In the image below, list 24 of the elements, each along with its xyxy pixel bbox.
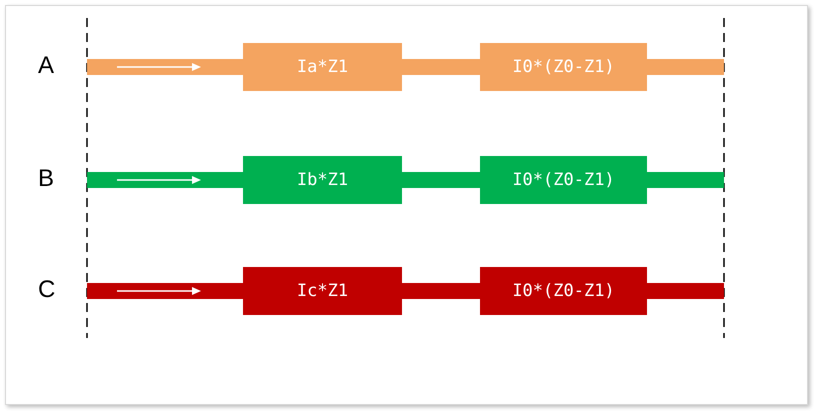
conductor-line	[87, 59, 243, 75]
conductor-line	[87, 283, 243, 299]
impedance-box	[480, 156, 647, 204]
box-label: Ib*Z1	[296, 170, 348, 190]
box-label: Ia*Z1	[296, 57, 348, 77]
conductor-line	[87, 172, 243, 188]
conductor-line	[647, 59, 724, 75]
impedance-box	[243, 156, 402, 204]
conductor-line	[647, 172, 724, 188]
box-label: I0*(Z0-Z1)	[512, 170, 615, 190]
conductor-line	[647, 283, 724, 299]
phase-label: C	[38, 276, 56, 304]
conductor-line	[402, 172, 480, 188]
impedance-box	[480, 43, 647, 91]
impedance-box	[243, 43, 402, 91]
impedance-box	[243, 267, 402, 315]
box-label: I0*(Z0-Z1)	[512, 57, 615, 77]
impedance-box	[480, 267, 647, 315]
phase-label: A	[38, 52, 54, 80]
conductor-line	[402, 59, 480, 75]
conductor-line	[402, 283, 480, 299]
box-label: Ic*Z1	[296, 281, 348, 301]
phase-label: B	[38, 165, 54, 193]
box-label: I0*(Z0-Z1)	[512, 281, 615, 301]
